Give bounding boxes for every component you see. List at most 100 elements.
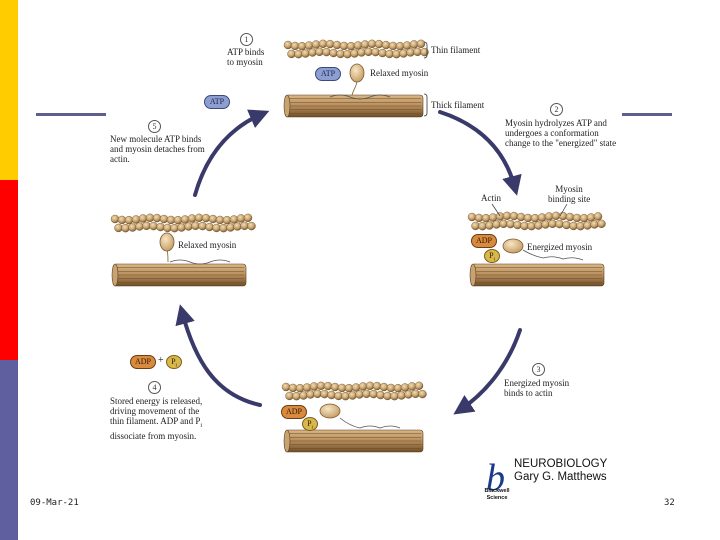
actin-bead [159, 214, 169, 224]
curved-arrow-1-to-2 [438, 110, 522, 196]
actin-bead [392, 49, 401, 59]
adp-pill-bottom: ADP [281, 405, 307, 419]
publisher-line-1: Blackwell [484, 488, 510, 494]
header-rule-left [36, 113, 106, 116]
actin-bead [233, 222, 242, 231]
actin-bead [365, 381, 375, 391]
myosin-head-left [159, 232, 231, 265]
actin-bead [569, 221, 578, 231]
actin-bead [406, 48, 415, 57]
pi-label: P [307, 419, 312, 428]
actin-bead [117, 215, 127, 225]
actin-bead [376, 390, 385, 400]
actin-bead [283, 40, 293, 50]
actin-bead [198, 221, 207, 231]
actin-bead [371, 47, 380, 57]
actin-bead [309, 382, 319, 391]
myosin-head-right [502, 238, 584, 261]
actin-bead [411, 389, 420, 399]
pi-label: P [489, 251, 494, 260]
relaxed-myosin-left-label: Relaxed myosin [178, 240, 237, 250]
step-5-number: 5 [148, 120, 161, 133]
actin-bead [184, 222, 193, 231]
step-5-text: New molecule ATP binds and myosin detach… [110, 134, 205, 164]
actin-bead [337, 383, 347, 393]
actin-bead [343, 49, 352, 59]
actin-bead [191, 221, 200, 231]
actin-bead [295, 383, 305, 393]
actin-bead [302, 383, 312, 392]
actin-bead [399, 49, 408, 58]
step-4-line-3: thin filament. ADP and Pi [110, 416, 202, 431]
actin-bead [572, 213, 582, 223]
myosin-head-bottom [319, 403, 401, 429]
thick-filament-rod [283, 429, 424, 453]
actin-bead [360, 40, 370, 49]
actin-bead [322, 47, 331, 57]
actin-bead [541, 220, 550, 229]
actin-bead [229, 215, 239, 224]
actin-chain [281, 381, 427, 401]
publisher-name: Blackwell Science [482, 488, 512, 502]
actin-bead [301, 49, 310, 58]
step-5-line-1: New molecule ATP binds [110, 134, 202, 144]
actin-bead [177, 223, 186, 232]
sidebar-segment-yellow [0, 0, 18, 180]
actin-bead [285, 391, 294, 401]
actin-bead [481, 213, 491, 223]
actin-bead [555, 219, 564, 229]
actin-bead [400, 383, 410, 392]
actin-bead [281, 382, 291, 392]
header-rule-right [622, 113, 672, 116]
page-number: 32 [664, 498, 675, 508]
actin-bead [124, 215, 134, 225]
actin-bead [402, 41, 412, 50]
actin-bead [527, 221, 536, 231]
actin-bead [152, 213, 162, 223]
step-1-line-1: ATP binds [227, 47, 265, 57]
step-4-line-3-sub: i [200, 422, 203, 429]
actin-bead [222, 215, 232, 225]
actin-bead [311, 40, 321, 49]
actin-bead [128, 223, 137, 232]
actin-bead [320, 389, 329, 399]
actin-bead [313, 389, 322, 399]
actin-bead [145, 213, 155, 223]
step-3-line-2: binds to actin [504, 388, 553, 398]
actin-bead [306, 390, 315, 399]
actin-bead [378, 48, 387, 58]
thick-filament-bracket [423, 93, 428, 117]
step-3-number: 3 [532, 363, 545, 376]
actin-bead [409, 40, 419, 49]
actin-bead [513, 220, 522, 230]
step-4-line-3-text: thin filament. ADP and P [110, 416, 201, 426]
actin-bead [240, 221, 249, 231]
atp-pill-top: ATP [315, 67, 341, 81]
actin-bead [523, 213, 533, 223]
actin-label: Actin [481, 193, 501, 203]
sidebar-segment-red [0, 180, 18, 360]
actin-bead [336, 49, 345, 59]
actin-bead [315, 47, 324, 57]
actin-bead [416, 39, 426, 49]
thin-filament-label: Thin filament [431, 45, 481, 55]
actin-bead [297, 41, 307, 51]
step-2-text: Myosin hydrolyzes ATP and undergoes a co… [505, 118, 616, 148]
actin-bead [339, 41, 349, 51]
actin-bead [219, 223, 228, 233]
thick-filament-rod [111, 263, 247, 287]
actin-bead [397, 391, 406, 400]
actin-bead [201, 213, 211, 223]
step-2-line-3: change to the "energized" state [505, 138, 617, 148]
actin-bead [357, 48, 366, 57]
step-2-line-2: undergoes a conformation [505, 128, 599, 138]
actin-bead [413, 47, 422, 57]
actin-bead [304, 41, 314, 50]
actin-bead [194, 213, 204, 223]
actin-bead [205, 222, 214, 232]
binding-site-label-line-2: binding site [548, 194, 591, 204]
actin-bead [316, 381, 326, 391]
actin-bead [121, 223, 130, 233]
actin-bead [131, 215, 141, 224]
